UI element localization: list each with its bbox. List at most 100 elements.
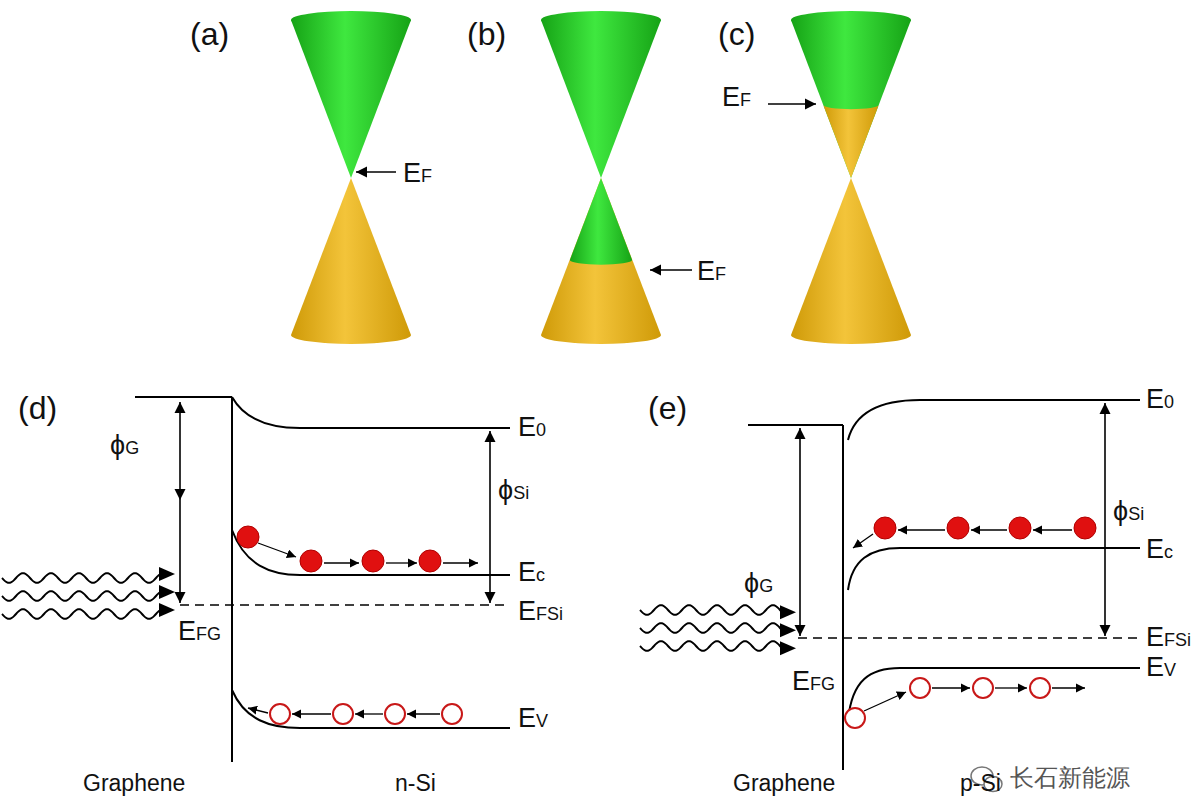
- work-function-label: ϕSi: [498, 477, 529, 504]
- panel-letter: (d): [18, 392, 57, 424]
- lower-cone: [541, 178, 661, 344]
- light-arrow-head: [159, 603, 175, 617]
- dirac-cone: [541, 11, 661, 344]
- hole: [442, 704, 462, 724]
- light-wave: [2, 609, 160, 619]
- carrier-arrow: [1033, 529, 1072, 530]
- graphene-vacuum-level: [748, 424, 843, 426]
- material-label: p-Si: [960, 772, 1001, 795]
- fermi-label: EF: [697, 258, 726, 285]
- light-arrow-head: [780, 641, 796, 655]
- electron: [874, 517, 896, 539]
- carrier-arrow: [995, 687, 1027, 688]
- fermi-level: [180, 604, 510, 606]
- carrier-arrow: [386, 562, 417, 563]
- energy-label: EFG: [792, 668, 835, 695]
- work-function-arrow: [799, 530, 801, 636]
- hole: [270, 704, 290, 724]
- fermi-arrow: [356, 171, 396, 173]
- cone-top: [791, 11, 911, 29]
- fermi-label: EF: [403, 160, 432, 187]
- light-arrow-head: [159, 567, 175, 581]
- hole: [385, 704, 405, 724]
- energy-label: E0: [518, 414, 546, 441]
- work-function-arrow: [489, 431, 491, 515]
- carrier-arrow: [407, 713, 440, 714]
- carrier-arrow: [1052, 687, 1085, 688]
- carrier-arrow: [932, 687, 970, 688]
- light-arrow-head: [159, 585, 175, 599]
- light-wave: [2, 573, 160, 583]
- hole: [910, 678, 930, 698]
- energy-label: EFSi: [518, 598, 563, 625]
- work-function-label: ϕSi: [1113, 498, 1144, 525]
- work-function-arrow: [179, 402, 181, 500]
- light-wave: [640, 623, 782, 633]
- electron: [1009, 517, 1031, 539]
- watermark: 长石新能源: [1010, 766, 1130, 790]
- material-label: n-Si: [395, 772, 436, 795]
- vacuum-level: [232, 397, 510, 428]
- valence-band: [232, 690, 510, 728]
- energy-label: EV: [1146, 654, 1176, 681]
- dirac-cone: [291, 11, 411, 344]
- graphene-vacuum-level: [135, 396, 232, 398]
- empty-valence: [570, 178, 632, 265]
- energy-label: EFSi: [1146, 624, 1191, 651]
- carrier-arrow: [324, 562, 359, 563]
- lower-cone: [291, 178, 411, 344]
- hole: [845, 708, 865, 728]
- interface-line: [231, 397, 233, 762]
- carrier-arrow: [292, 713, 331, 714]
- panel-letter: (a): [190, 18, 229, 50]
- valence-band: [848, 668, 1140, 720]
- carrier-arrow: [355, 713, 383, 714]
- cone-top: [291, 11, 411, 29]
- work-function-arrow: [1104, 403, 1106, 520]
- cone-top: [541, 11, 661, 29]
- dirac-cone: [791, 11, 911, 344]
- energy-label: EV: [518, 705, 548, 732]
- panel-letter: (c): [718, 18, 755, 50]
- work-function-arrow: [489, 515, 491, 603]
- energy-label: E0: [1146, 386, 1174, 413]
- carrier-arrow: [443, 562, 478, 563]
- electron: [300, 550, 322, 572]
- upper-cone: [791, 20, 911, 178]
- light-wave: [2, 591, 160, 601]
- electron: [947, 517, 969, 539]
- energy-label: EFG: [178, 618, 221, 645]
- light-arrow-head: [780, 623, 796, 637]
- lower-cone: [791, 178, 911, 344]
- work-function-arrow: [799, 428, 801, 530]
- fermi-arrow: [768, 103, 816, 105]
- light-arrow-head: [780, 605, 796, 619]
- vacuum-level: [848, 400, 1140, 440]
- energy-label: Ec: [518, 559, 545, 586]
- work-function-label: ϕG: [110, 432, 139, 459]
- hole: [973, 678, 993, 698]
- conduction-band: [848, 548, 1140, 590]
- carrier-arrow: [864, 692, 906, 711]
- electron: [362, 550, 384, 572]
- work-function-arrow: [179, 500, 181, 603]
- upper-cone: [541, 20, 661, 178]
- work-function-arrow: [1104, 520, 1106, 636]
- conduction-band: [232, 530, 510, 575]
- material-label: Graphene: [733, 772, 835, 795]
- panel-letter: (b): [467, 18, 506, 50]
- material-label: Graphene: [83, 772, 185, 795]
- hole: [1030, 678, 1050, 698]
- fermi-level: [798, 637, 1140, 639]
- light-wave: [640, 605, 782, 615]
- electron: [237, 526, 259, 548]
- upper-cone: [291, 20, 411, 178]
- work-function-label: ϕG: [744, 570, 773, 597]
- panel-letter: (e): [648, 392, 687, 424]
- light-wave: [640, 641, 782, 651]
- electron: [1074, 517, 1096, 539]
- fermi-label: EF: [722, 84, 751, 111]
- carrier-arrow: [898, 529, 945, 530]
- electron: [419, 550, 441, 572]
